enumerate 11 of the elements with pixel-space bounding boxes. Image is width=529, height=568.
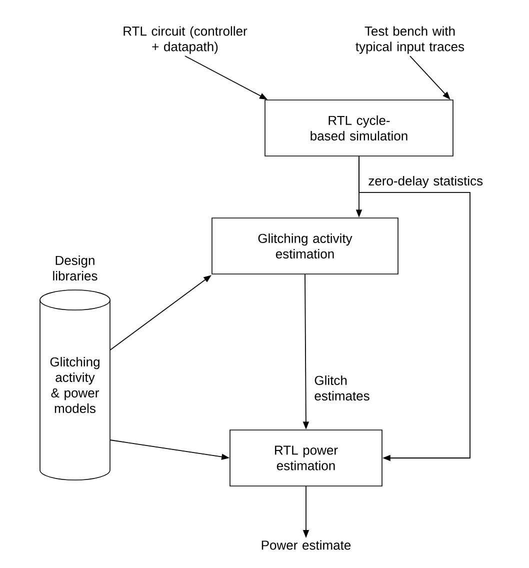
edge-label: zero-delay statistics [368,176,483,188]
cylinder-label: Glitching activity & power models [50,356,100,414]
process-box: Glitching activity estimation [212,218,398,274]
text-label: Power estimate [262,540,351,550]
text-label: Test bench with typical input traces [356,26,464,54]
process-box: RTL cycle-based simulation [264,100,454,156]
process-box: RTL power estimation [230,430,382,486]
edge-label: Glitch estimates [314,375,370,401]
heading-label: Design libraries [53,255,98,281]
arrow [358,156,470,462]
text-label: RTL circuit (controller + datapath) [124,26,248,54]
